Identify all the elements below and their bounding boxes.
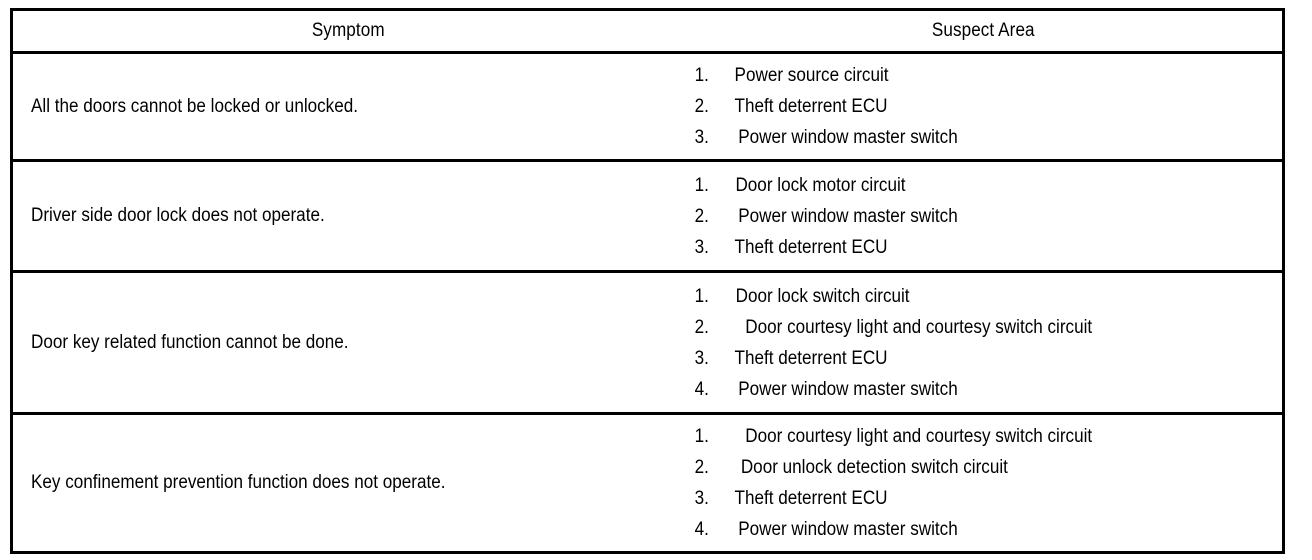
column-header-symptom: Symptom — [11, 9, 684, 54]
table-body: All the doors cannot be locked or unlock… — [11, 52, 1284, 553]
list-item-number: 1. — [694, 65, 709, 86]
list-item: 3. Theft deterrent ECU — [693, 343, 1273, 374]
suspect-area-cell: 1. Door lock motor circuit 2. Power wind… — [683, 159, 1284, 272]
column-header-suspect-area-label: Suspect Area — [931, 20, 1035, 41]
list-item: 2. Theft deterrent ECU — [693, 91, 1273, 122]
list-item: 1. Door lock switch circuit — [693, 281, 1273, 312]
symptom-cell: Door key related function cannot be done… — [11, 270, 684, 414]
symptom-text: Driver side door lock does not operate. — [31, 205, 325, 226]
suspect-area-cell: 1. Door lock switch circuit 2. Door cour… — [683, 270, 1284, 414]
list-item-number: 4. — [694, 519, 709, 540]
list-item-number: 2. — [694, 457, 709, 478]
list-item: 2. Power window master switch — [693, 201, 1273, 232]
suspect-area-list: 1. Door lock switch circuit 2. Door cour… — [684, 275, 1283, 411]
suspect-area-cell: 1. Door courtesy light and courtesy swit… — [683, 412, 1284, 553]
list-item-number: 3. — [694, 127, 709, 148]
list-item-label: Door courtesy light and courtesy switch … — [744, 316, 1092, 338]
suspect-area-cell: 1. Power source circuit 2. Theft deterre… — [683, 52, 1284, 161]
list-item-label: Door lock switch circuit — [735, 285, 910, 307]
list-item-number: 3. — [694, 347, 709, 369]
table-row: Key confinement prevention function does… — [11, 412, 1284, 553]
list-item-label: Power window master switch — [737, 127, 958, 148]
list-item-label: Power window master switch — [737, 205, 958, 227]
list-item: 3. Theft deterrent ECU — [693, 232, 1273, 263]
list-item-number: 2. — [694, 205, 709, 227]
list-item-number: 4. — [694, 378, 709, 400]
list-item: 2. Door courtesy light and courtesy swit… — [693, 312, 1273, 343]
list-item: 1. Door lock motor circuit — [693, 170, 1273, 201]
suspect-area-list: 1. Door lock motor circuit 2. Power wind… — [684, 164, 1283, 269]
column-header-symptom-label: Symptom — [311, 20, 385, 41]
table-row: Door key related function cannot be done… — [11, 270, 1284, 414]
list-item-number: 2. — [694, 96, 709, 117]
list-item-label: Theft deterrent ECU — [734, 96, 888, 117]
list-item-number: 1. — [694, 285, 709, 307]
list-item: 3. Theft deterrent ECU — [693, 483, 1273, 514]
list-item-number: 3. — [694, 236, 709, 258]
list-item-label: Power window master switch — [737, 519, 958, 540]
list-item-label: Power window master switch — [737, 378, 958, 400]
list-item-number: 3. — [694, 488, 709, 509]
list-item-label: Door courtesy light and courtesy switch … — [744, 426, 1092, 447]
suspect-area-list: 1. Door courtesy light and courtesy swit… — [684, 415, 1283, 551]
list-item-number: 1. — [694, 426, 709, 447]
list-item-label: Theft deterrent ECU — [734, 236, 888, 258]
list-item-label: Door lock motor circuit — [734, 174, 906, 196]
list-item-label: Power source circuit — [734, 65, 889, 86]
list-item: 3. Power window master switch — [693, 122, 1273, 153]
table-row: Driver side door lock does not operate. … — [11, 159, 1284, 272]
list-item: 1. Power source circuit — [693, 60, 1273, 91]
list-item-number: 1. — [694, 174, 709, 196]
symptom-text: All the doors cannot be locked or unlock… — [31, 95, 359, 117]
column-header-suspect-area: Suspect Area — [683, 9, 1284, 54]
table-header-row: Symptom Suspect Area — [11, 9, 1284, 54]
symptom-text: Door key related function cannot be done… — [31, 331, 349, 353]
list-item-number: 2. — [694, 316, 709, 338]
symptom-cell: Key confinement prevention function does… — [11, 412, 684, 553]
symptom-text: Key confinement prevention function does… — [31, 472, 446, 493]
list-item: 1. Door courtesy light and courtesy swit… — [693, 421, 1273, 452]
list-item: 4. Power window master switch — [693, 514, 1273, 545]
suspect-area-list: 1. Power source circuit 2. Theft deterre… — [684, 54, 1283, 159]
list-item: 4. Power window master switch — [693, 374, 1273, 405]
list-item-label: Theft deterrent ECU — [734, 347, 888, 369]
symptom-suspect-table: Symptom Suspect Area All the doors canno… — [10, 8, 1285, 554]
symptom-cell: Driver side door lock does not operate. — [11, 159, 684, 272]
symptom-cell: All the doors cannot be locked or unlock… — [11, 52, 684, 161]
list-item: 2. Door unlock detection switch circuit — [693, 452, 1273, 483]
list-item-label: Theft deterrent ECU — [734, 488, 888, 509]
table-row: All the doors cannot be locked or unlock… — [11, 52, 1284, 161]
table-head: Symptom Suspect Area — [11, 9, 1284, 54]
list-item-label: Door unlock detection switch circuit — [740, 457, 1008, 478]
